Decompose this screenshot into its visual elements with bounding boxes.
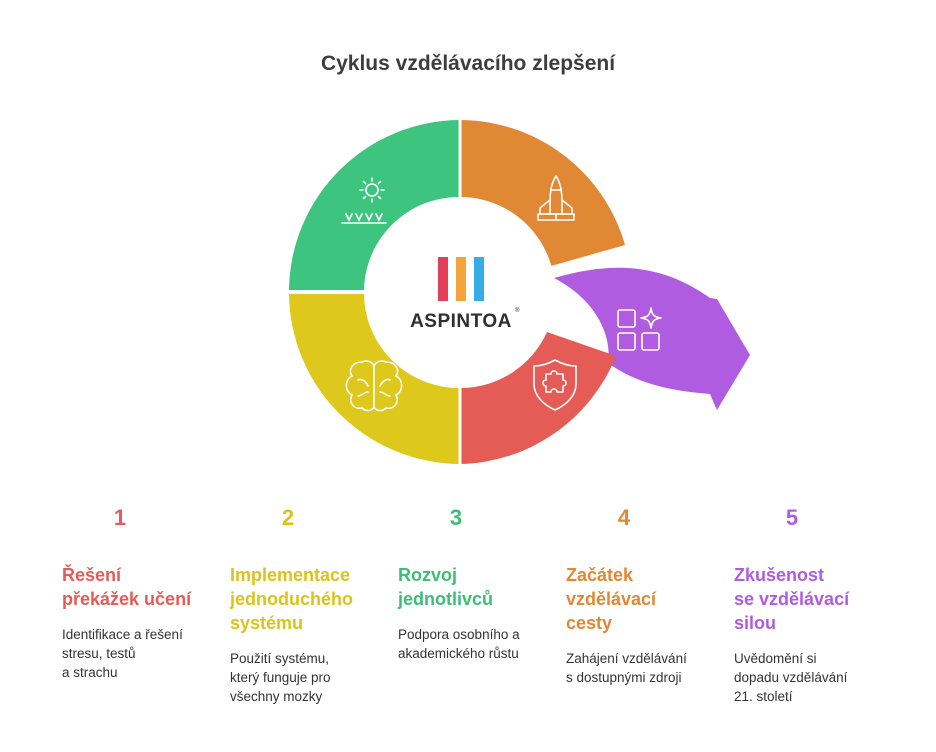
- step-title: Rozvoj jednotlivců: [398, 565, 494, 609]
- step-description: Uvědomění si dopadu vzdělávání 21. stole…: [734, 651, 848, 704]
- logo-text: ASPINTOA: [410, 311, 512, 332]
- sun-sprout-icon: [341, 177, 387, 224]
- step-description: Identifikace a řešení stresu, testů a st…: [62, 627, 183, 680]
- step-title: Implementace jednoduchého systému: [230, 565, 353, 633]
- segment-top-left: [289, 120, 459, 290]
- step-number: 2: [281, 505, 295, 530]
- step-description: Podpora osobního a akademického růstu: [398, 627, 520, 661]
- apps-sparkle-icon: [617, 307, 662, 351]
- aspintoa-logo: ASPINTOA ®: [410, 257, 520, 332]
- segment-top-right: [461, 120, 625, 266]
- step-3: 3 Rozvoj jednotlivců Podpora osobního a …: [398, 505, 548, 663]
- step-number: 3: [449, 505, 463, 530]
- arrow-segment: [554, 267, 750, 410]
- step-description: Použití systému, který funguje pro všech…: [230, 651, 331, 704]
- step-title: Začátek vzdělávací cesty: [566, 565, 657, 633]
- page-title: Cyklus vzdělávacího zlepšení: [320, 52, 616, 75]
- step-number: 4: [617, 505, 631, 530]
- step-2: 2 Implementace jednoduchého systému Použ…: [230, 505, 380, 706]
- step-1: 1 Řešení překážek učení Identifikace a ř…: [62, 505, 212, 682]
- step-number: 5: [785, 505, 799, 530]
- shield-puzzle-icon: [533, 359, 577, 411]
- step-description: Zahájení vzdělávání s dostupnými zdroji: [566, 651, 687, 685]
- step-title: Řešení překážek učení: [62, 565, 192, 609]
- cycle-diagram: ASPINTOA ®: [287, 118, 750, 466]
- rocket-icon: [537, 175, 575, 221]
- step-title: Zkušenost se vzdělávací silou: [734, 565, 850, 633]
- step-4: 4 Začátek vzdělávací cesty Zahájení vzdě…: [566, 505, 716, 687]
- step-number: 1: [113, 505, 127, 530]
- step-5: 5 Zkušenost se vzdělávací silou Uvědoměn…: [734, 505, 884, 706]
- brain-icon: [345, 360, 403, 412]
- logo-registered-mark: ®: [515, 307, 520, 314]
